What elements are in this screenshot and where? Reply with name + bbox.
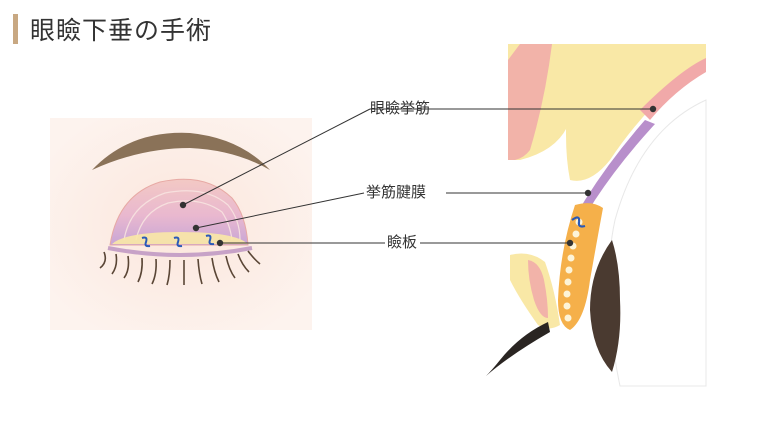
label-tarsal-plate: 瞼板 (387, 233, 418, 251)
eyelashes (99, 250, 261, 286)
dot-tarsus-section (566, 239, 574, 247)
cross-section-view (486, 44, 707, 387)
eyelash-section (486, 322, 550, 376)
dot-levator-front (179, 201, 187, 209)
page-heading: 眼瞼下垂の手術 (13, 12, 212, 46)
dot-aponeurosis-front (192, 224, 200, 232)
eyebrow (92, 132, 270, 170)
brow-muscle (508, 44, 552, 160)
dot-levator-section (649, 105, 657, 113)
label-levator-aponeurosis: 挙筋腱膜 (366, 183, 427, 201)
lower-lid-muscle (528, 260, 548, 318)
leader-levator-front (182, 108, 371, 206)
levator-muscle-section (640, 58, 706, 120)
cornea (590, 240, 621, 372)
meibomian-glands (563, 218, 583, 322)
dot-aponeurosis-section (584, 189, 592, 197)
leader-aponeurosis-front (195, 192, 365, 229)
heading-accent-bar (13, 14, 18, 44)
muscle-fiber-2 (135, 200, 233, 241)
frontal-eye-view (50, 118, 312, 330)
sutures-front (141, 234, 215, 248)
tarsal-plate-section (558, 203, 603, 330)
orbital-fat (566, 44, 706, 181)
page-title: 眼瞼下垂の手術 (30, 16, 213, 45)
lid-margin (107, 246, 253, 257)
label-levator-muscle: 眼瞼挙筋 (370, 99, 431, 117)
dot-tarsus-front (216, 239, 224, 247)
leader-lines (182, 108, 653, 244)
suture-section (571, 216, 586, 228)
leader-dots (179, 105, 657, 247)
